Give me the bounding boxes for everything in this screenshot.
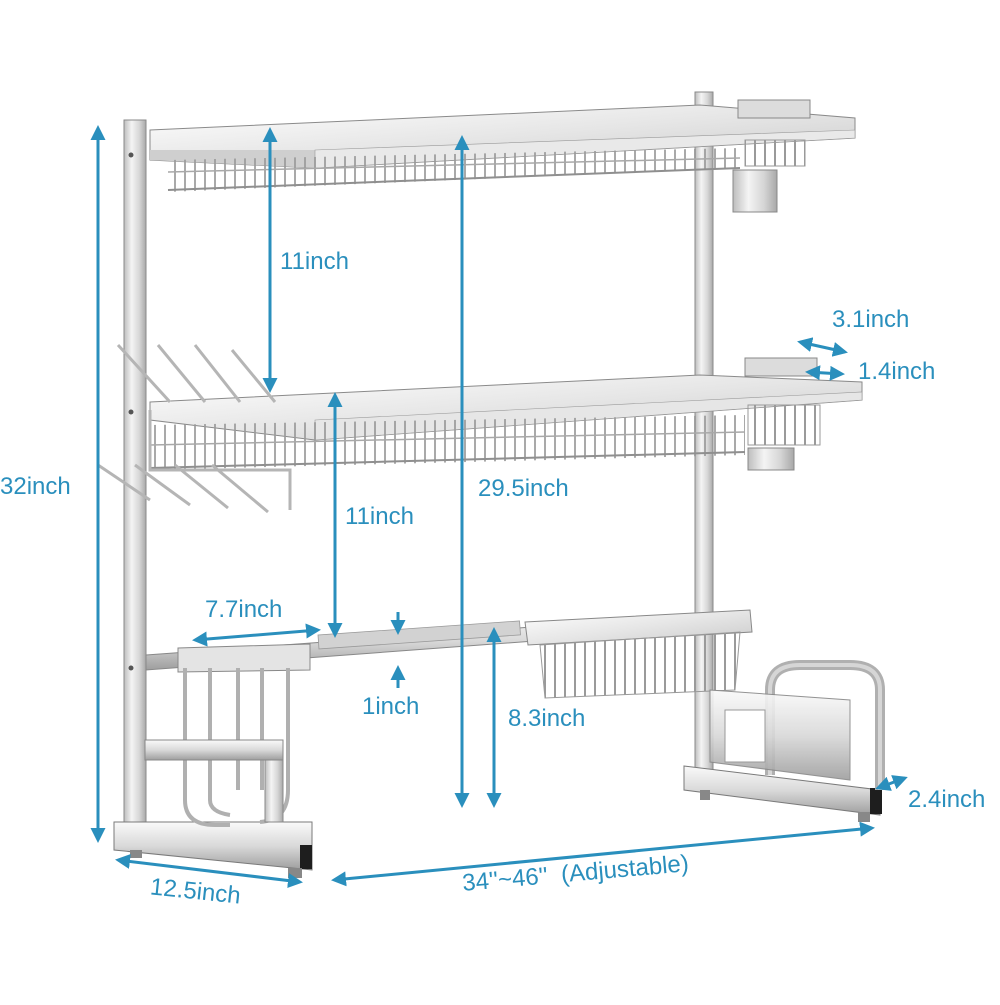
dimension-arrows <box>90 125 908 889</box>
label-foot-height: 2.4inch <box>908 786 986 813</box>
arrow-cup-rack-width <box>192 623 321 647</box>
arrow-depth <box>115 853 303 889</box>
label-inner-height: 29.5inch <box>478 475 569 502</box>
arrow-foot-height <box>875 775 908 791</box>
label-bar-thickness: 1inch <box>362 693 420 720</box>
label-cup-rack-width: 7.7inch <box>205 596 283 623</box>
label-middle-gap: 11inch <box>345 503 414 530</box>
rack-frame <box>113 91 882 878</box>
arrow-width <box>331 821 875 887</box>
top-shelf <box>149 99 856 213</box>
bottom-section <box>144 609 885 827</box>
arrow-holder-depth <box>805 365 845 381</box>
label-total-height: 32inch <box>0 473 71 500</box>
label-holder-width: 3.1inch <box>832 306 910 333</box>
label-bottom-height: 8.3inch <box>508 705 586 732</box>
label-top-gap: 11inch <box>280 248 349 275</box>
arrow-holder-width <box>797 337 848 357</box>
label-holder-depth: 1.4inch <box>858 358 936 385</box>
